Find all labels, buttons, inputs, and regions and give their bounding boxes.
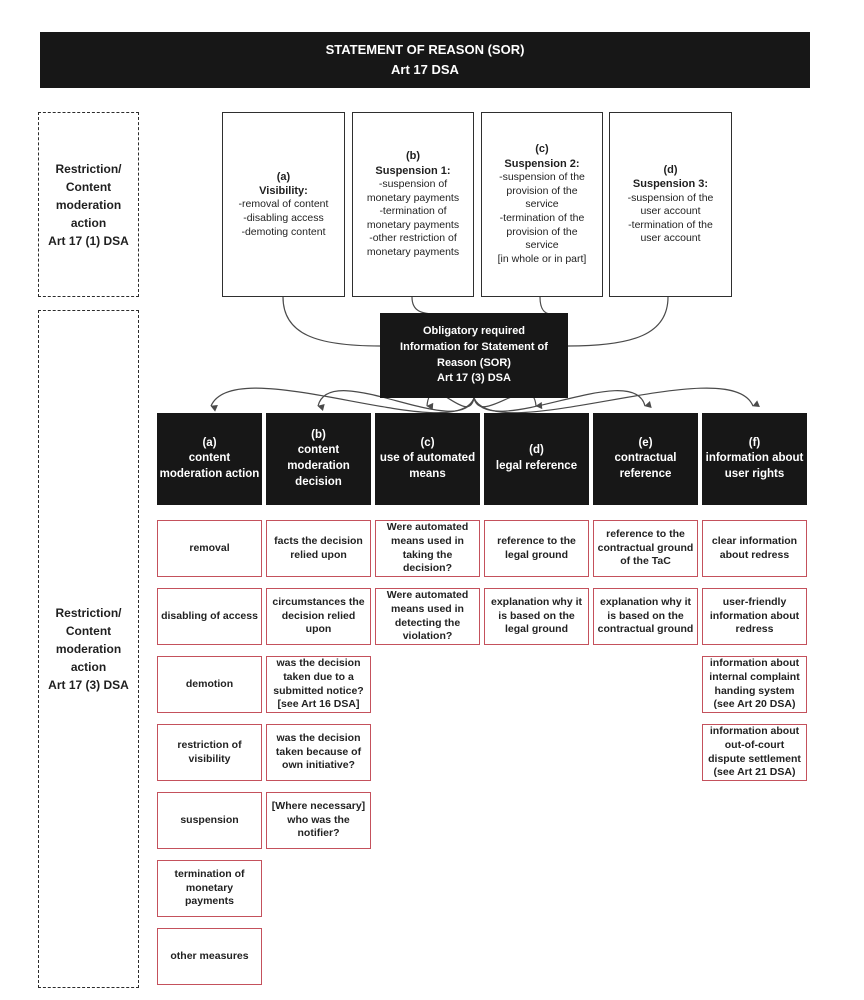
column-label: content moderation action [159, 452, 260, 480]
action-box-suspension-2: (c) Suspension 2: -suspension of the pro… [481, 112, 603, 297]
item-box: disabling of access [157, 588, 262, 645]
column-tag: (c) [420, 436, 435, 449]
action-box-body: -suspension of monetary payments -termin… [366, 177, 460, 259]
item-box: other measures [157, 928, 262, 985]
item-box: clear information about redress [702, 520, 807, 577]
column-label: information about user rights [705, 452, 804, 480]
action-box-heading: (b) Suspension 1: [375, 150, 451, 177]
column-items-a: removal disabling of access demotion res… [157, 520, 262, 985]
item-box: termination of monetary payments [157, 860, 262, 917]
column-tag: (a) [202, 436, 217, 449]
item-box: was the decision taken due to a submitte… [266, 656, 371, 713]
item-box: circumstances the decision relied upon [266, 588, 371, 645]
column-tag: (e) [638, 436, 653, 449]
action-box-body: -suspension of the provision of the serv… [497, 171, 587, 265]
item-box: was the decision taken because of own in… [266, 724, 371, 781]
column-label: legal reference [495, 460, 578, 472]
action-box-suspension-1: (b) Suspension 1: -suspension of monetar… [352, 112, 474, 297]
column-items-f: clear information about redress user-fri… [702, 520, 807, 781]
item-box: restriction of visibility [157, 724, 262, 781]
column-tag: (f) [748, 436, 761, 449]
action-box-visibility: (a) Visibility: -removal of content -dis… [222, 112, 345, 297]
item-box: information about internal complaint han… [702, 656, 807, 713]
item-box: user-friendly information about redress [702, 588, 807, 645]
title-banner: STATEMENT OF REASON (SOR) Art 17 DSA [40, 32, 810, 88]
item-box: facts the decision relied upon [266, 520, 371, 577]
item-box: reference to the legal ground [484, 520, 589, 577]
action-box-heading: (c) Suspension 2: [504, 143, 580, 170]
item-box: Were automated means used in detecting t… [375, 588, 480, 645]
action-box-body: -removal of content -disabling access -d… [238, 198, 329, 238]
column-label: content moderation decision [287, 444, 350, 488]
column-items-d: reference to the legal ground explanatio… [484, 520, 589, 645]
column-label: use of automated means [379, 452, 476, 480]
column-header-contractual-reference: (e) contractual reference [593, 413, 698, 505]
column-tag: (d) [529, 444, 544, 457]
column-label: contractual reference [614, 452, 677, 480]
action-box-heading: (d) Suspension 3: [632, 163, 709, 191]
item-box: Were automated means used in taking the … [375, 520, 480, 577]
side-label-art17-3: Restriction/ Content moderation action A… [38, 310, 139, 988]
side-label-art17-1: Restriction/ Content moderation action A… [38, 112, 139, 297]
column-items-b: facts the decision relied upon circumsta… [266, 520, 371, 849]
item-box: [Where necessary] who was the notifier? [266, 792, 371, 849]
column-header-content-moderation-action: (a) content moderation action [157, 413, 262, 505]
item-box: reference to the contractual ground of t… [593, 520, 698, 577]
item-box: removal [157, 520, 262, 577]
column-header-information-about-user-rights: (f) information about user rights [702, 413, 807, 505]
column-header-legal-reference: (d) legal reference [484, 413, 589, 505]
item-box: explanation why it is based on the contr… [593, 588, 698, 645]
item-box: information about out-of-court dispute s… [702, 724, 807, 781]
item-box: explanation why it is based on the legal… [484, 588, 589, 645]
action-box-suspension-3: (d) Suspension 3: -suspension of the use… [609, 112, 732, 297]
column-items-e: reference to the contractual ground of t… [593, 520, 698, 645]
column-header-content-moderation-decision: (b) content moderation decision [266, 413, 371, 505]
action-box-heading: (a) Visibility: [259, 170, 308, 198]
column-tag: (b) [311, 428, 326, 441]
column-header-use-of-automated-means: (c) use of automated means [375, 413, 480, 505]
column-items-c: Were automated means used in taking the … [375, 520, 480, 645]
item-box: suspension [157, 792, 262, 849]
obligatory-info-box: Obligatory required Information for Stat… [380, 313, 568, 398]
item-box: demotion [157, 656, 262, 713]
action-box-body: -suspension of the user account -termina… [627, 191, 714, 245]
